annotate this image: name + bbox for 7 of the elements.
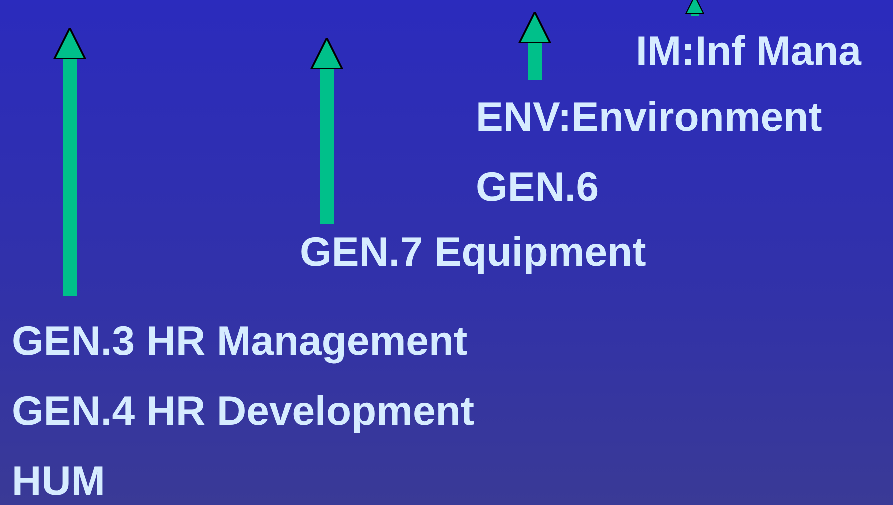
- heading-text: GEN.3 HR Management: [12, 318, 468, 364]
- heading-text: GEN.4 HR Development: [12, 388, 474, 434]
- heading-text: GEN.7 Equipment: [300, 229, 646, 275]
- heading-text: GEN.6: [476, 164, 600, 210]
- heading-text: ENV:Environment: [476, 94, 822, 140]
- heading-text: IM:Inf Mana: [636, 28, 862, 74]
- heading-text: HUM: [12, 458, 106, 504]
